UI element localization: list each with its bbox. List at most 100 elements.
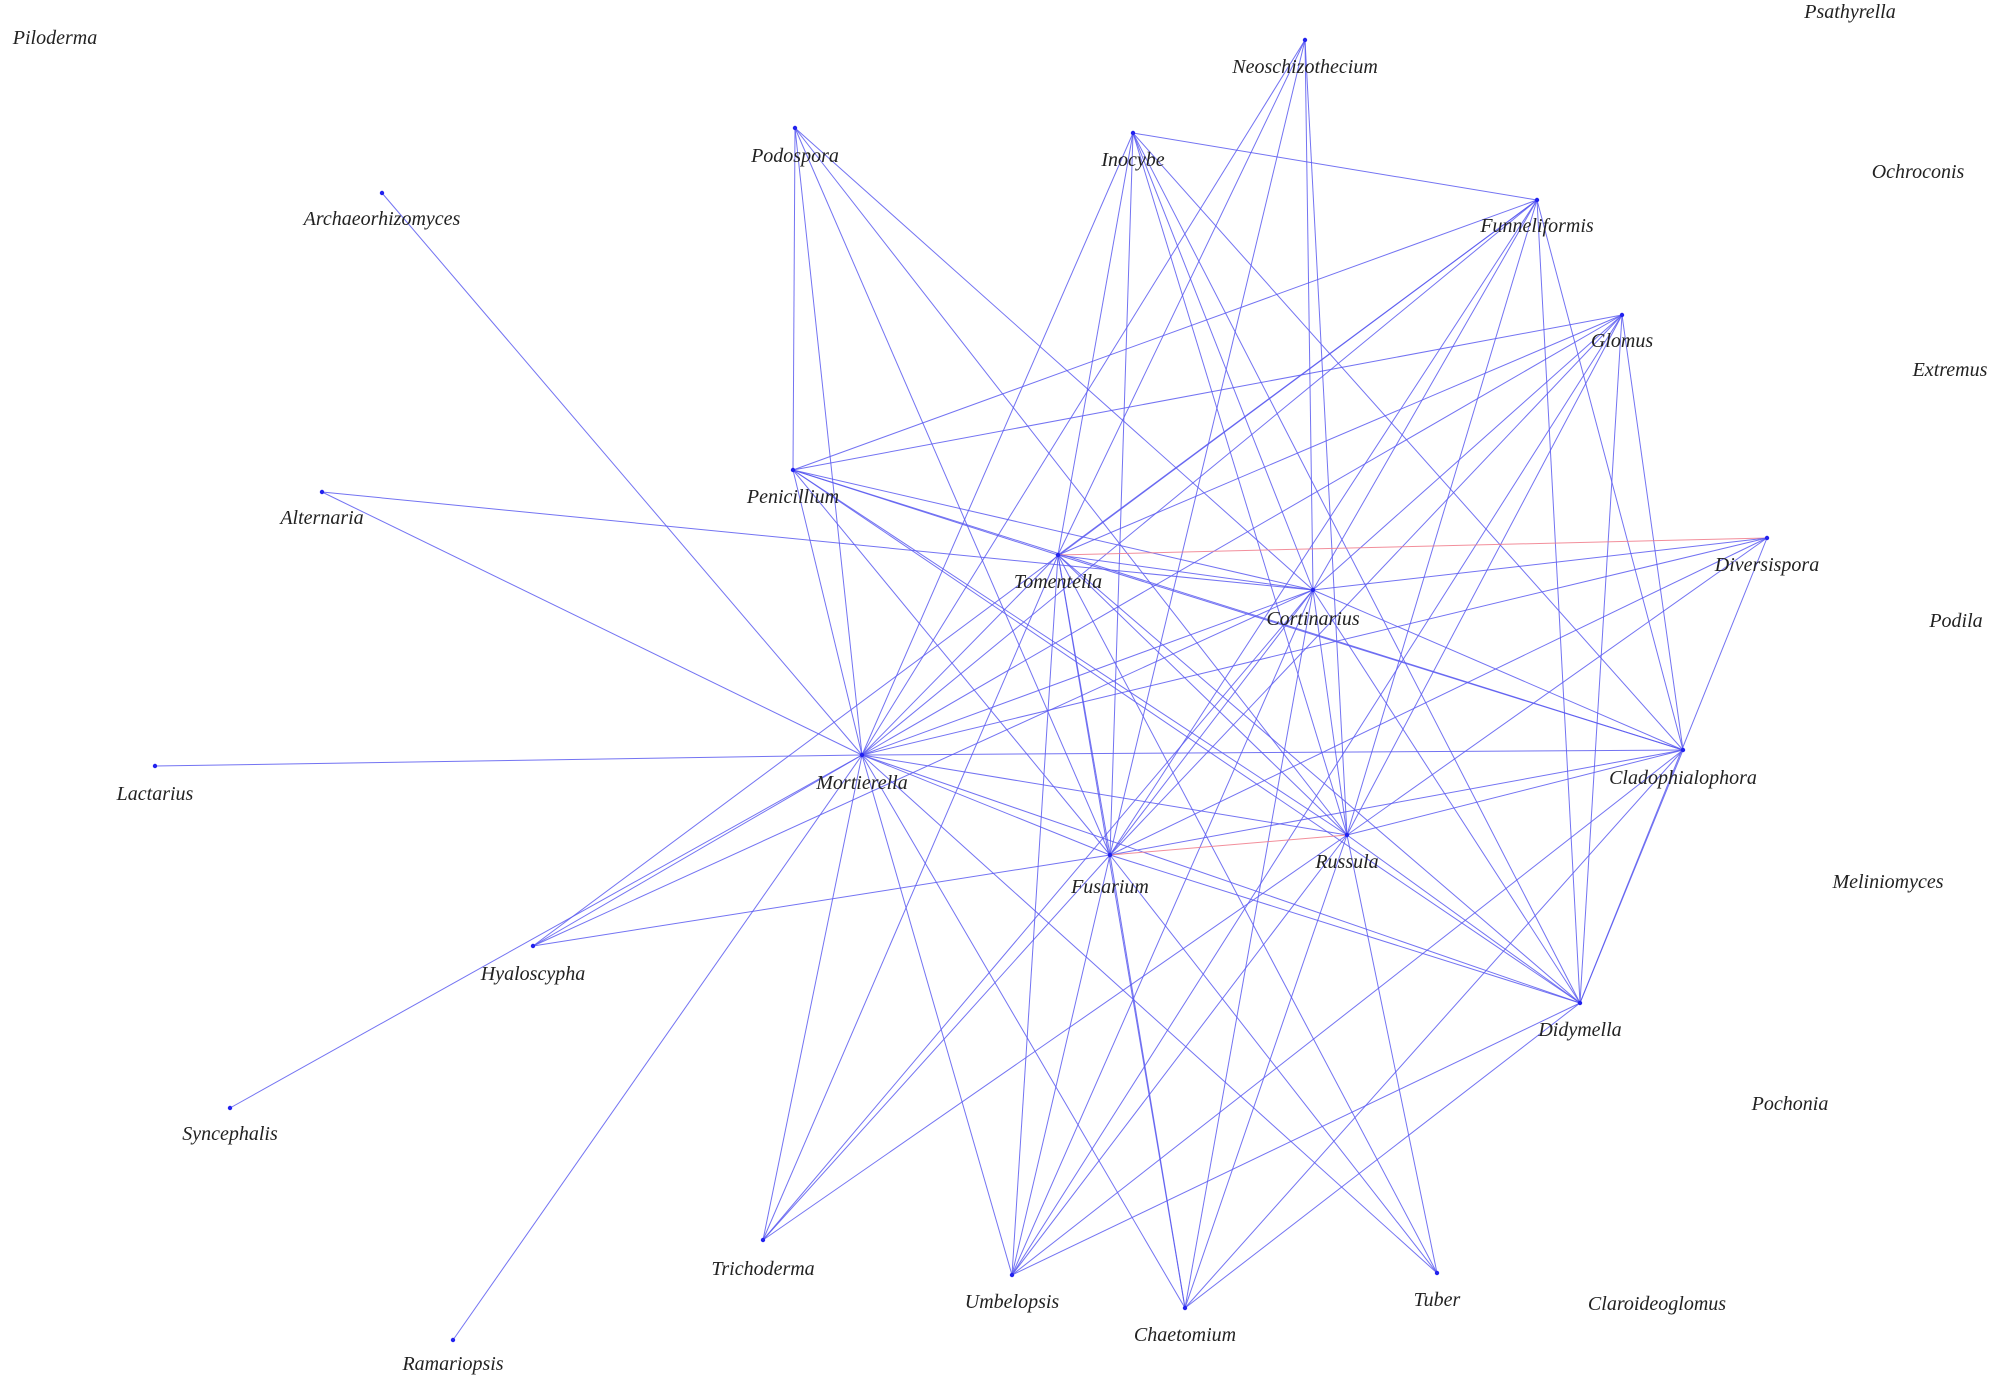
positive-edge-tomentella-mortierella [861,554,1059,756]
node-label-tomentella: Tomentella [1014,571,1102,593]
positive-edge-cortinarius-cladophialophora [1312,589,1684,751]
positive-edge-glomus-cladophialophora [1621,314,1684,751]
positive-edge-glomus-russula [1346,314,1623,836]
positive-edge-mortierella-trichoderma [762,754,863,1241]
node-label-ochroconis: Ochroconis [1872,161,1965,183]
positive-edge-podospora-mortierella [794,127,863,756]
positive-edge-mortierella-fusarium [861,754,1111,856]
node-label-penicillium: Penicillium [746,486,839,508]
positive-edge-cortinarius-chaetomium [1184,589,1314,1309]
positive-edge-glomus-penicillium [792,314,1623,471]
positive-edge-inocybe-mortierella [861,132,1134,756]
node-dot-funneliformis [1534,197,1540,203]
positive-edge-glomus-mortierella [861,314,1623,756]
positive-edge-mortierella-ramariopsis [452,754,863,1341]
positive-edge-tomentella-umbelopsis [1011,554,1059,1276]
node-dot-trichoderma [760,1237,766,1243]
positive-edge-penicillium-didymella [792,469,1581,1004]
negative-edge-russula-fusarium [1109,834,1348,856]
positive-edge-fusarium-trichoderma [762,854,1111,1241]
positive-edge-penicillium-fusarium [792,469,1111,856]
positive-edge-penicillium-russula [792,469,1348,836]
positive-edge-funneliformis-mortierella [861,199,1538,756]
node-dot-umbelopsis [1009,1272,1015,1278]
positive-edge-cortinarius-umbelopsis [1011,589,1314,1276]
node-dot-inocybe [1130,130,1136,136]
positive-edge-podospora-fusarium [794,127,1111,856]
node-label-inocybe: Inocybe [1100,149,1164,171]
positive-edge-cortinarius-mortierella [861,589,1314,756]
positive-edge-neoschizothecium-russula [1304,39,1348,836]
node-label-diversispora: Diversispora [1714,554,1819,576]
positive-edge-archaeorhizomyces-mortierella [381,192,863,756]
positive-edge-russula-umbelopsis [1011,834,1348,1276]
positive-edge-lactarius-mortierella [154,754,863,767]
positive-edge-neoschizothecium-cortinarius [1304,39,1314,591]
positive-edge-inocybe-fusarium [1109,132,1134,856]
node-dot-alternaria [319,489,325,495]
positive-edge-podospora-cortinarius [794,127,1314,591]
positive-edge-tomentella-didymella [1057,554,1581,1004]
positive-edge-cladophialophora-fusarium [1109,749,1684,856]
positive-edge-russula-didymella [1346,834,1581,1004]
edge-layer [154,39,1768,1341]
node-label-extremus: Extremus [1912,359,1988,381]
positive-edge-inocybe-russula [1132,132,1348,836]
positive-edge-cladophialophora-umbelopsis [1011,749,1684,1276]
node-dot-archaeorhizomyces [379,190,385,196]
node-dot-penicillium [790,467,796,473]
node-label-trichoderma: Trichoderma [711,1258,814,1280]
positive-edge-penicillium-cortinarius [792,469,1314,591]
positive-edge-tomentella-russula [1057,554,1348,836]
positive-edge-funneliformis-russula [1346,199,1538,836]
node-dot-cortinarius [1310,587,1316,593]
positive-edge-cortinarius-fusarium [1109,589,1314,856]
node-dot-fusarium [1107,852,1113,858]
node-dot-hyaloscypha [530,943,536,949]
node-label-umbelopsis: Umbelopsis [965,1291,1060,1313]
positive-edge-tomentella-tuber [1057,554,1438,1274]
node-label-cladophialophora: Cladophialophora [1609,767,1757,789]
positive-edge-mortierella-tuber [861,754,1438,1274]
node-label-podospora: Podospora [750,145,839,167]
positive-edge-mortierella-russula [861,754,1348,836]
node-label-podila: Podila [1928,610,1982,632]
node-label-cortinarius: Cortinarius [1266,608,1360,630]
positive-edge-cladophialophora-russula [1346,749,1684,836]
positive-edge-funneliformis-cladophialophora [1536,199,1684,751]
positive-edge-didymella-chaetomium [1184,1002,1581,1309]
node-label-lactarius: Lactarius [116,783,194,805]
positive-edge-fusarium-umbelopsis [1011,854,1111,1276]
node-label-glomus: Glomus [1591,330,1653,352]
positive-edge-cortinarius-trichoderma [762,589,1314,1241]
node-dot-tomentella [1055,552,1061,558]
positive-edge-tomentella-trichoderma [762,554,1059,1241]
node-label-syncephalis: Syncephalis [182,1123,278,1145]
node-label-funneliformis: Funneliformis [1479,215,1594,237]
positive-edge-diversispora-cortinarius [1312,537,1768,591]
node-dot-syncephalis [227,1105,233,1111]
positive-edge-penicillium-mortierella [792,469,863,756]
positive-edge-funneliformis-hyaloscypha [532,199,1538,947]
positive-edge-neoschizothecium-mortierella [861,39,1306,756]
positive-edge-mortierella-didymella [861,754,1581,1004]
node-dot-lactarius [152,763,158,769]
node-label-claroideoglomus: Claroideoglomus [1588,1293,1726,1315]
positive-edge-fusarium-chaetomium [1109,854,1186,1309]
positive-edge-glomus-tomentella [1057,314,1623,556]
node-label-archaeorhizomyces: Archaeorhizomyces [302,208,461,230]
positive-edge-mortierella-cladophialophora [861,749,1684,756]
node-label-pochonia: Pochonia [1751,1093,1829,1115]
node-label-fusarium: Fusarium [1070,876,1149,898]
positive-edge-alternaria-mortierella [321,491,863,756]
positive-edge-glomus-cortinarius [1312,314,1623,591]
node-dot-tuber [1434,1270,1440,1276]
node-dot-podospora [792,125,798,131]
node-dot-mortierella [859,752,865,758]
positive-edge-didymella-umbelopsis [1011,1002,1581,1276]
positive-edge-funneliformis-penicillium [792,199,1538,471]
node-label-tuber: Tuber [1414,1289,1461,1311]
positive-edge-russula-chaetomium [1184,834,1348,1309]
positive-edge-diversispora-russula [1346,537,1768,836]
